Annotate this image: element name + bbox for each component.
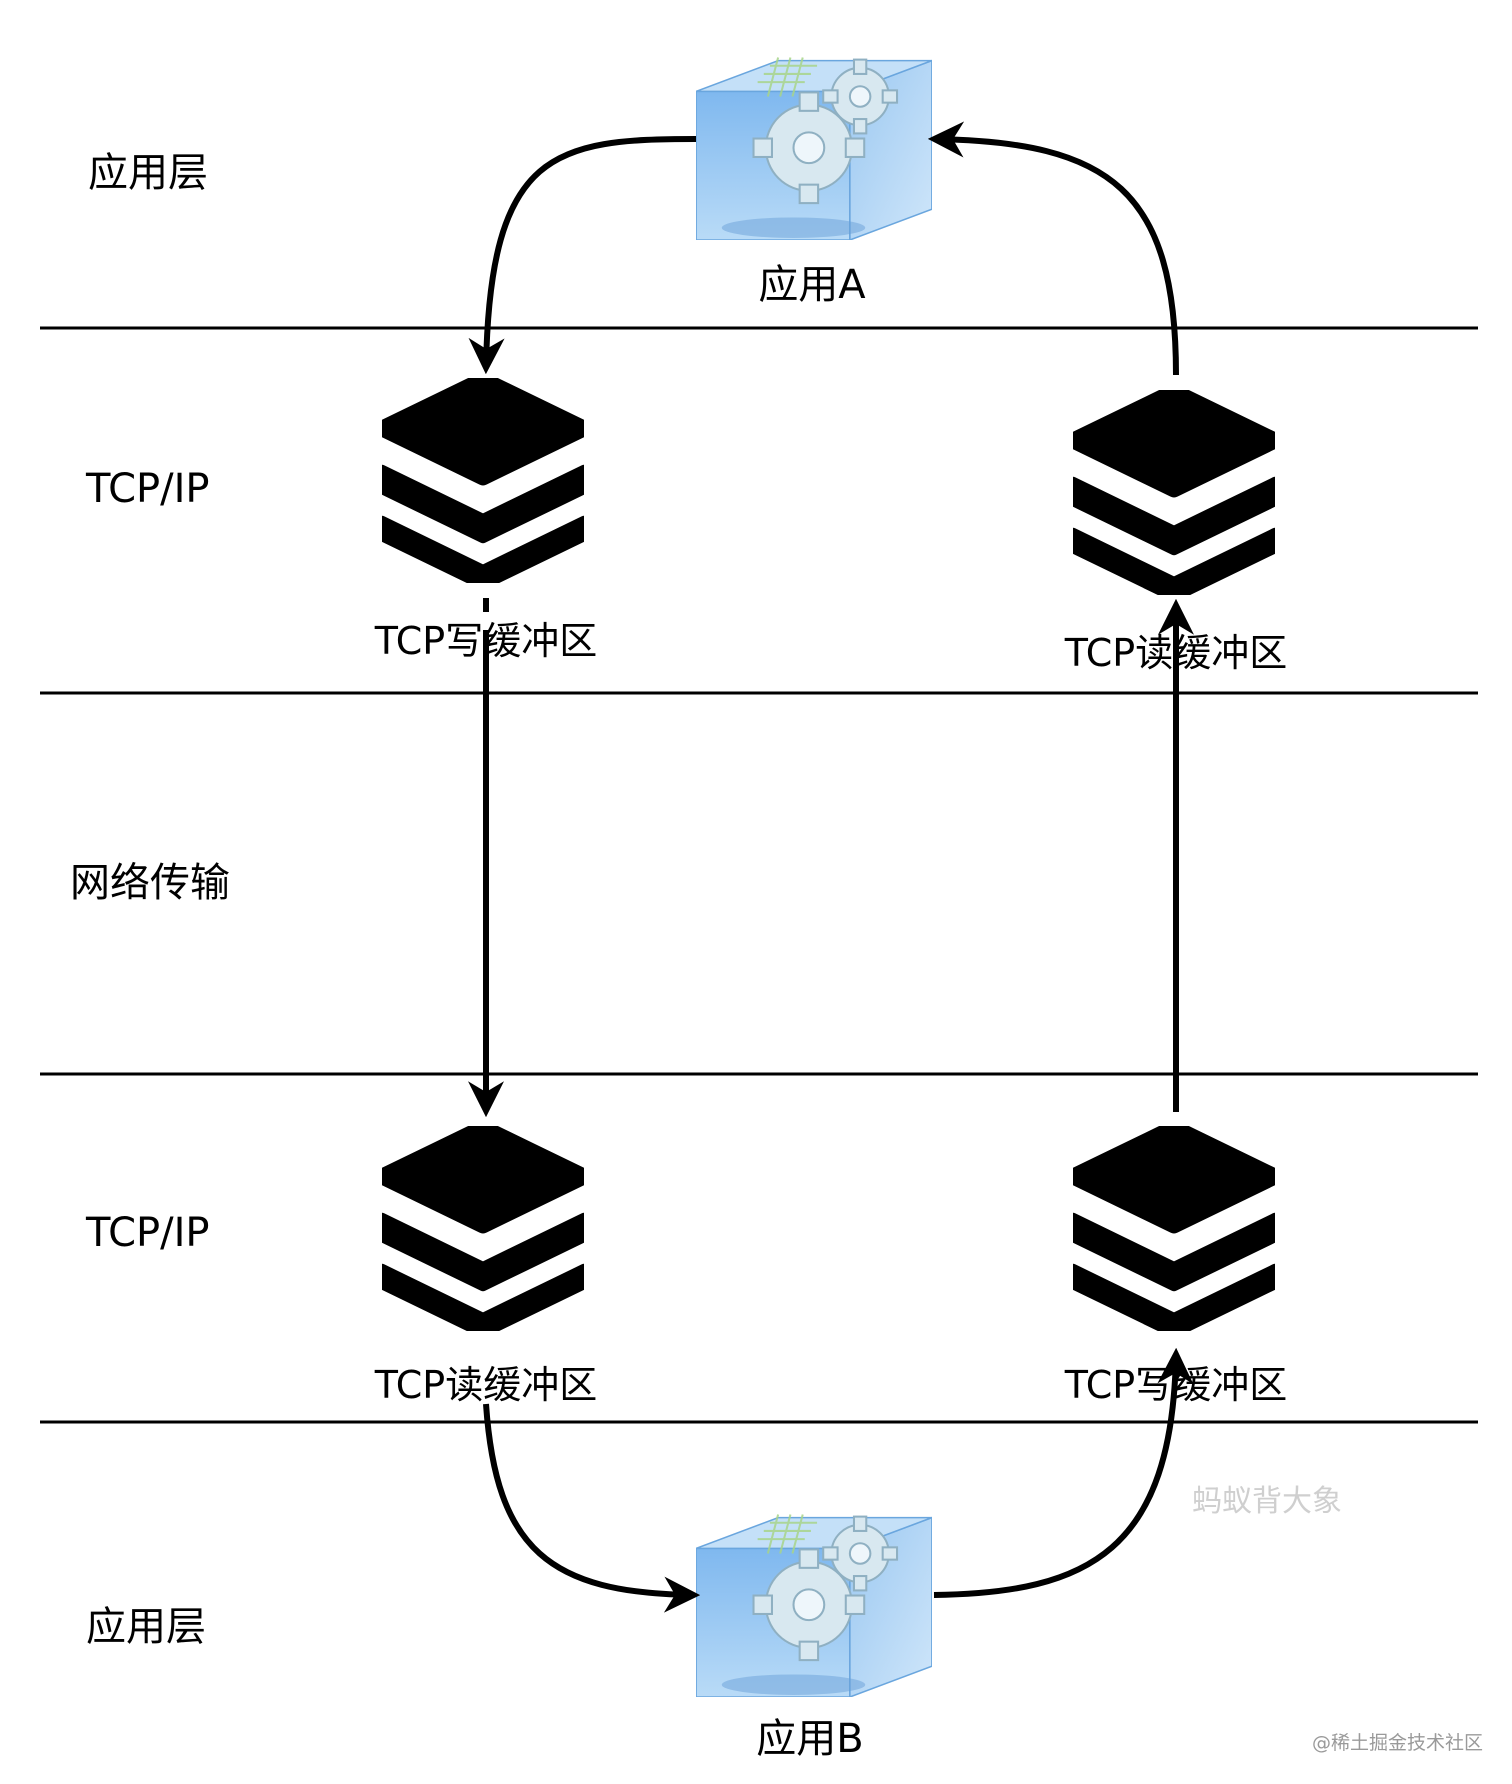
buffer-label-top-left: TCP写缓冲区 xyxy=(374,619,598,663)
layer-label-application-bottom: 应用层 xyxy=(86,1604,206,1650)
app-b-label: 应用B xyxy=(756,1716,864,1762)
stack-layers-icon xyxy=(1073,1128,1275,1334)
buffer-label-bottom-left: TCP读缓冲区 xyxy=(374,1363,598,1407)
arrow-read-buffer-to-app-a xyxy=(927,121,1179,376)
layer-label-application-top: 应用层 xyxy=(88,150,208,196)
layer-label-tcpip-bottom: TCP/IP xyxy=(86,1210,210,1256)
stack-layers-icon xyxy=(382,380,584,586)
stack-layers-icon xyxy=(1073,392,1275,598)
app-a-label: 应用A xyxy=(758,262,866,308)
arrow-app-b-to-write-buffer xyxy=(933,1347,1194,1598)
stack-layers-icon xyxy=(382,1128,584,1334)
buffer-label-bottom-right: TCP写缓冲区 xyxy=(1064,1363,1288,1407)
buffer-label-top-right: TCP读缓冲区 xyxy=(1064,631,1288,675)
app-b-icon xyxy=(696,1513,932,1697)
layer-label-network: 网络传输 xyxy=(70,860,230,906)
credit-text: @稀土掘金技术社区 xyxy=(1312,1732,1484,1754)
layer-label-tcpip-top: TCP/IP xyxy=(86,466,210,512)
app-a-icon xyxy=(696,56,932,240)
watermark-text: 蚂蚁背大象 xyxy=(1192,1484,1342,1519)
arrow-read-buffer-to-app-b xyxy=(483,1403,701,1613)
arrow-app-a-to-write-buffer xyxy=(468,136,697,375)
